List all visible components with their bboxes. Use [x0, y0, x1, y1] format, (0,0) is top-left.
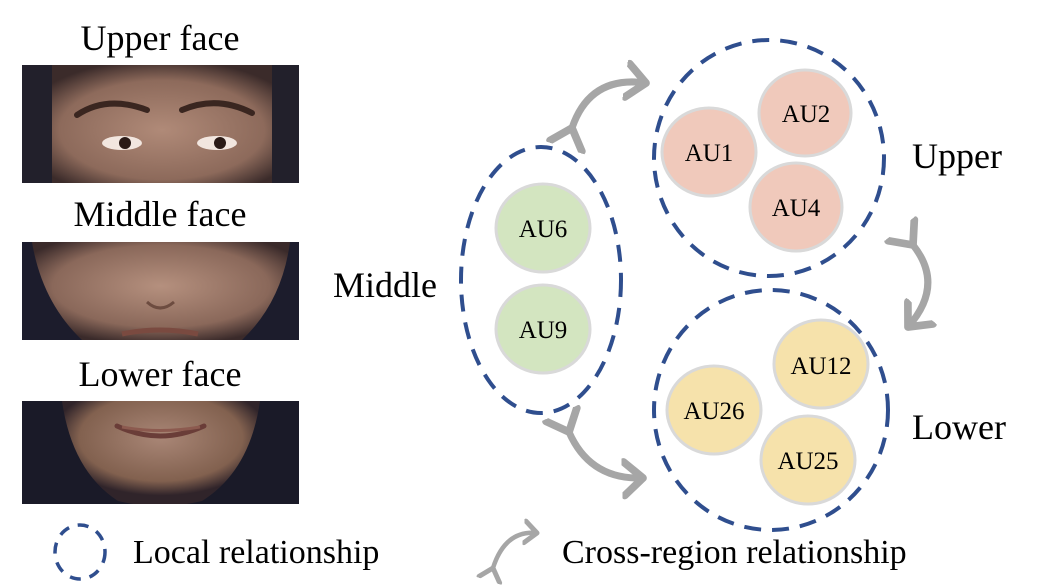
- au4-label: AU4: [772, 195, 821, 222]
- local-relationship-icon: [53, 523, 107, 581]
- cross-arrow-middle-lower: [569, 432, 643, 478]
- au-node: AU6: [494, 182, 592, 274]
- legend-cross-label: Cross-region relationship: [562, 534, 907, 571]
- lower-face-label: Lower face: [78, 354, 242, 394]
- middle-region-label: Middle: [333, 265, 437, 305]
- middle-region-outline: [459, 145, 623, 415]
- lower-face-image: [22, 401, 299, 504]
- au26-label: AU26: [683, 398, 744, 425]
- au-node: AU1: [660, 106, 758, 198]
- lower-region-outline: [652, 288, 890, 532]
- au6-label: AU6: [519, 216, 568, 243]
- au25-label: AU25: [777, 448, 838, 475]
- au-node: AU4: [748, 161, 844, 253]
- middle-face-label: Middle face: [73, 194, 247, 234]
- upper-face-image: [22, 65, 299, 183]
- au-node: AU2: [757, 68, 853, 158]
- au9-label: AU9: [519, 317, 568, 344]
- upper-face-label: Upper face: [80, 18, 240, 58]
- cross-relationship-icon: [493, 533, 537, 568]
- au2-label: AU2: [782, 101, 831, 128]
- au-node: AU9: [494, 283, 592, 375]
- cross-arrow-upper-lower: [908, 245, 928, 327]
- upper-region-label: Upper: [912, 136, 1002, 176]
- au-node: AU12: [772, 318, 870, 410]
- au-node: AU26: [665, 364, 763, 456]
- middle-face-image: [22, 242, 299, 340]
- au-node: AU25: [759, 414, 857, 506]
- upper-region-outline: [652, 38, 886, 278]
- au1-label: AU1: [685, 140, 734, 167]
- au12-label: AU12: [790, 353, 851, 380]
- cross-arrow-middle-upper: [572, 82, 646, 128]
- legend-local-label: Local relationship: [133, 534, 380, 571]
- lower-region-label: Lower: [912, 407, 1006, 447]
